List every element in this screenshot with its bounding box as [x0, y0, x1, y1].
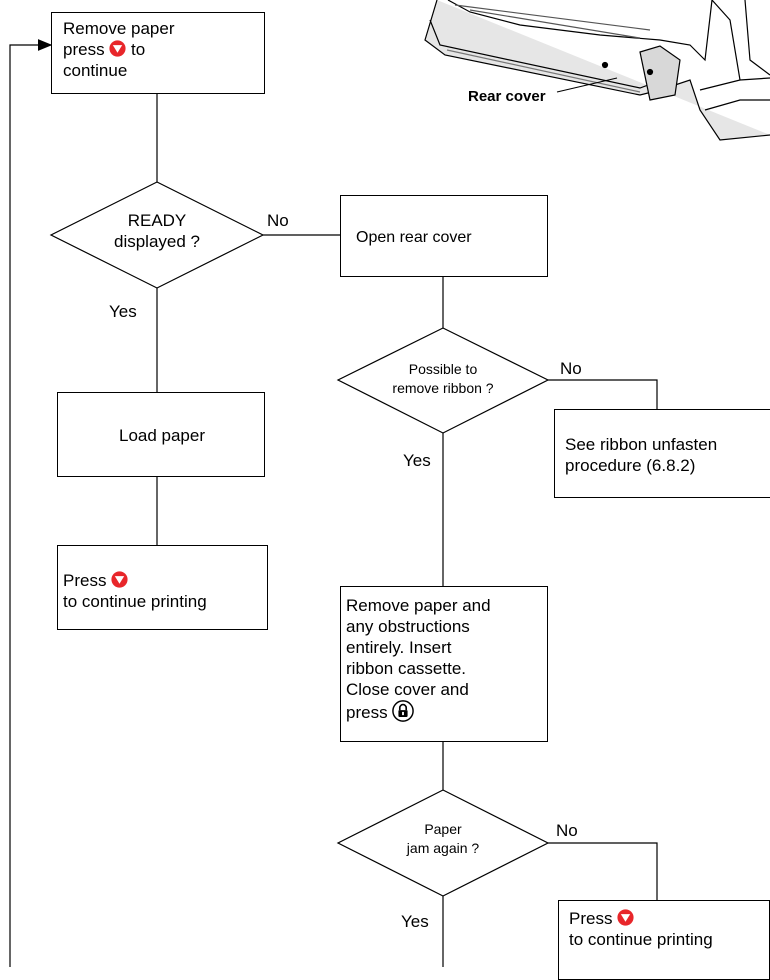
- decision-ribbon-text: Possible to remove ribbon ?: [363, 360, 523, 398]
- ribbon-no-label: No: [560, 359, 582, 378]
- remove-paper-line2: press to: [63, 39, 145, 60]
- press-continue-right-line1: Press: [569, 908, 634, 929]
- open-rear-cover-box: Open rear cover: [340, 195, 548, 277]
- decision-ready-line1: READY: [127, 211, 187, 230]
- loop-back-line: [9, 39, 53, 967]
- ribbon-yes-label: Yes: [403, 451, 431, 470]
- remove-obstructions-box: Remove paper and any obstructions entire…: [340, 586, 548, 742]
- press-continue-right-label: Press: [569, 909, 613, 928]
- press-continue-right-line2: to continue printing: [569, 930, 713, 949]
- remove-paper-line2-post: to: [131, 40, 146, 59]
- lock-icon: [392, 700, 415, 722]
- press-continue-left-label: Press: [63, 571, 107, 590]
- decision-jam-text: Paper jam again ?: [373, 820, 513, 858]
- press-continue-left-line1: Press: [63, 570, 128, 591]
- press-continue-left-line2: to continue printing: [63, 592, 207, 611]
- press-continue-right-box: Press to continue printing: [558, 900, 770, 980]
- remove-obstructions-line6: press: [346, 700, 415, 723]
- remove-obstructions-line1: Remove paper and: [346, 596, 491, 615]
- remove-paper-line3: continue: [63, 61, 128, 80]
- jam-no-label: No: [556, 821, 578, 840]
- see-ribbon-unfasten-box: See ribbon unfasten procedure (6.8.2): [554, 409, 770, 498]
- decision-ribbon-diamond: [336, 327, 550, 434]
- rear-cover-caption: Rear cover: [468, 88, 546, 105]
- load-paper-text: Load paper: [118, 426, 206, 445]
- remove-obstructions-press-label: press: [346, 703, 388, 722]
- decision-ribbon-line2: remove ribbon ?: [392, 380, 494, 396]
- remove-paper-box: Remove paper press to continue: [51, 12, 265, 94]
- rear-cover-leader-line: [556, 77, 618, 93]
- remove-paper-line1: Remove paper: [63, 19, 175, 38]
- remove-obstructions-line5: Close cover and: [346, 680, 469, 699]
- ready-no-label: No: [267, 211, 289, 230]
- decision-ribbon-line1: Possible to: [408, 361, 478, 377]
- connector-jam-no: [548, 842, 658, 900]
- decision-ready-text: READY displayed ?: [60, 210, 254, 252]
- remove-obstructions-line4: ribbon cassette.: [346, 659, 467, 678]
- open-rear-cover-text: Open rear cover: [356, 229, 472, 246]
- down-arrow-icon: [109, 40, 126, 57]
- see-ribbon-line2: procedure (6.8.2): [565, 456, 696, 475]
- down-arrow-icon: [617, 909, 634, 926]
- decision-ready-line2: displayed ?: [113, 232, 200, 251]
- press-continue-left-box: Press to continue printing: [57, 545, 268, 630]
- remove-paper-line2-pre: press: [63, 40, 105, 59]
- remove-obstructions-line3: entirely. Insert: [346, 638, 452, 657]
- load-paper-box: Load paper: [57, 392, 265, 477]
- down-arrow-icon: [111, 571, 128, 588]
- connector-ribbon-no: [548, 379, 658, 409]
- decision-jam-line1: Paper: [424, 821, 462, 837]
- see-ribbon-line1: See ribbon unfasten: [565, 435, 718, 454]
- decision-jam-diamond: [336, 789, 550, 897]
- ready-yes-label: Yes: [109, 302, 137, 321]
- printer-rear-cover-illustration: [424, 0, 770, 141]
- jam-yes-label: Yes: [401, 912, 429, 931]
- decision-jam-line2: jam again ?: [406, 840, 480, 856]
- remove-obstructions-line2: any obstructions: [346, 617, 470, 636]
- decision-ready-diamond: [49, 181, 265, 289]
